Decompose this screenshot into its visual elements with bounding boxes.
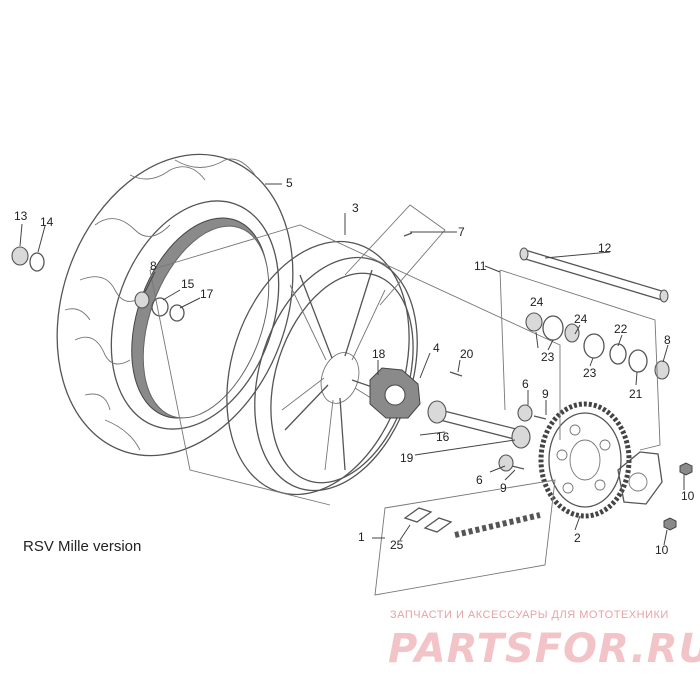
callout-23-a: 23 [541,350,555,364]
rear-wheel-rim [226,240,418,496]
watermark: ЗАПЧАСТИ И АКСЕССУАРЫ ДЛЯ МОТОТЕХНИКИ PA… [388,609,700,672]
callout-23-b: 23 [583,366,597,380]
callout-2: 2 [574,531,581,545]
callout-22: 22 [614,322,628,336]
sprocket-flange [617,451,663,505]
callout-24-b: 24 [574,312,588,326]
callout-8-right: 8 [664,333,671,347]
drive-chain [403,507,541,538]
sprocket-carrier [369,367,421,419]
callout-18: 18 [372,347,386,361]
callout-3: 3 [352,201,359,215]
callout-11: 11 [474,259,487,273]
callout-9-a: 9 [542,387,549,401]
callout-7: 7 [458,225,465,239]
callout-15: 15 [181,277,195,291]
callout-1: 1 [358,530,365,544]
callout-5: 5 [286,176,293,190]
left-side-parts [11,246,185,322]
callout-6-a: 6 [522,377,529,391]
callout-4: 4 [433,341,440,355]
spacer-tube [427,400,531,449]
callout-10-b: 10 [655,543,669,557]
diagram-caption: RSV Mille version [23,538,141,555]
callout-6-b: 6 [476,473,483,487]
callout-labels: 13 14 5 3 7 12 8 11 15 17 24 24 22 8 4 1… [14,176,695,557]
callout-9-b: 9 [500,481,507,495]
bearing-set [525,312,670,380]
leader-lines [19,183,685,546]
callout-14: 14 [40,215,54,229]
watermark-logo: PARTSFOR.RU [388,626,700,672]
callout-20: 20 [460,347,474,361]
callout-8-left: 8 [150,259,157,273]
callout-25: 25 [390,538,404,552]
group-outlines [149,204,661,596]
callout-21: 21 [629,387,643,401]
callout-19: 19 [400,451,414,465]
callout-12: 12 [598,241,612,255]
callout-24-a: 24 [530,295,544,309]
callout-16: 16 [436,430,450,444]
rear-sprocket [538,401,632,519]
watermark-tagline: ЗАПЧАСТИ И АКСЕССУАРЫ ДЛЯ МОТОТЕХНИКИ [390,609,669,621]
tyre [56,153,294,457]
callout-17: 17 [200,287,214,301]
callout-10-a: 10 [681,489,695,503]
callout-13: 13 [14,209,28,223]
wheel-axle [519,247,669,303]
